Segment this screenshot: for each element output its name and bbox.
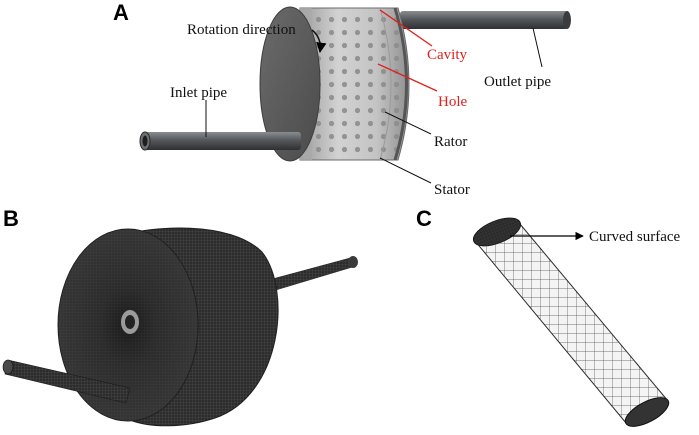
- label-rator: Rator: [434, 134, 467, 150]
- inlet-pipe-shape: [139, 131, 301, 151]
- panel-c-letter: C: [416, 206, 432, 231]
- label-curved-surface: Curved surface: [589, 229, 681, 245]
- label-inlet-pipe: Inlet pipe: [170, 85, 227, 101]
- label-cavity: Cavity: [427, 47, 467, 63]
- drum-end-face: [259, 6, 321, 162]
- mesh-cylinder-bottom: [624, 397, 670, 427]
- outlet-pipe-shape: [400, 11, 571, 29]
- panel-a: A Rotation direction: [113, 0, 571, 198]
- label-outlet-pipe: Outlet pipe: [484, 74, 551, 90]
- label-rotation-direction: Rotation direction: [187, 22, 296, 38]
- hole-pattern: [306, 10, 406, 158]
- panel-b: B: [2, 206, 358, 427]
- mesh-cylinder-body: [474, 223, 669, 424]
- mesh-inlet-pipe: [2, 359, 131, 404]
- panel-a-letter: A: [113, 0, 129, 25]
- rotation-arrow: [311, 29, 327, 54]
- label-hole: Hole: [438, 94, 468, 110]
- panel-b-letter: B: [3, 206, 19, 231]
- panel-c: C Curved surface: [416, 206, 681, 427]
- label-stator: Stator: [434, 182, 470, 198]
